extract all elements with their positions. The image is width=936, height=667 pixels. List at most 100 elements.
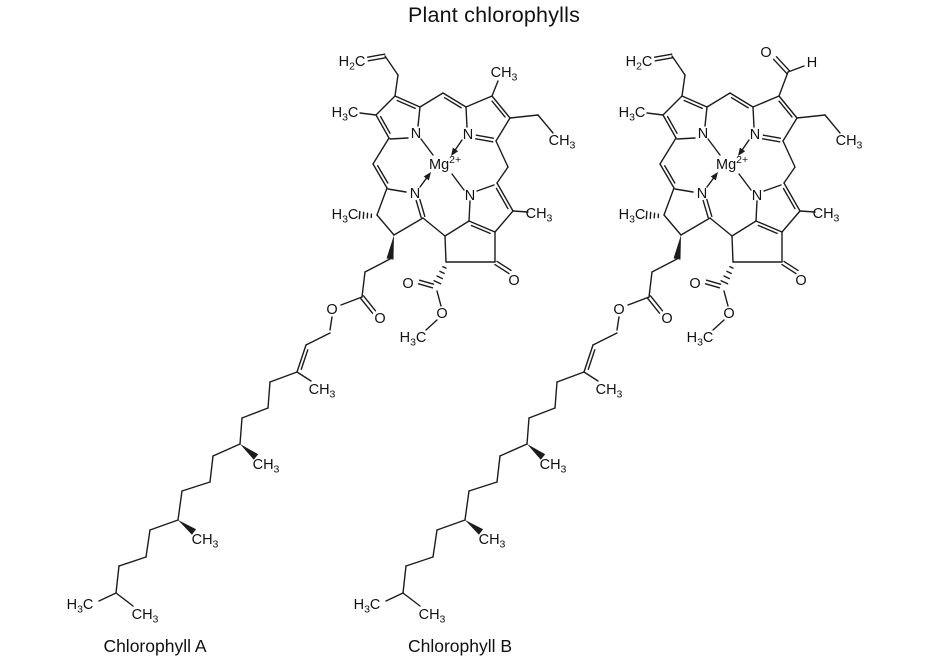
bond bbox=[468, 481, 498, 492]
atom-mg-label: Mg2+ bbox=[716, 154, 748, 173]
bond bbox=[509, 114, 539, 119]
bond bbox=[783, 260, 799, 272]
bond bbox=[763, 184, 782, 192]
bond bbox=[494, 210, 514, 233]
atom-ch3-label: CH3 bbox=[836, 133, 863, 152]
bond bbox=[476, 184, 495, 192]
bond bbox=[646, 112, 664, 116]
atom-ch3-label: CH3 bbox=[309, 382, 336, 401]
bond bbox=[648, 271, 653, 298]
bond bbox=[706, 198, 713, 218]
bond bbox=[402, 592, 421, 607]
dative-arrowhead bbox=[710, 172, 718, 181]
bond bbox=[583, 344, 594, 373]
bond bbox=[474, 138, 494, 143]
atom-h3c-label: H3C bbox=[354, 597, 381, 616]
bond bbox=[755, 220, 783, 233]
bond bbox=[723, 275, 731, 280]
bond bbox=[761, 138, 781, 143]
atom-ch3-label: CH3 bbox=[813, 206, 840, 225]
bond bbox=[499, 443, 528, 457]
bond bbox=[556, 371, 585, 383]
bond bbox=[451, 173, 465, 191]
bond bbox=[752, 95, 780, 108]
atom-o-label: O bbox=[723, 306, 734, 322]
atom-ch3-label: CH3 bbox=[526, 206, 553, 225]
bond bbox=[384, 55, 399, 76]
bond bbox=[465, 106, 468, 128]
bond bbox=[300, 349, 309, 370]
bond bbox=[419, 198, 426, 218]
bond bbox=[796, 114, 826, 119]
atom-n-label: N bbox=[463, 127, 473, 143]
bond bbox=[512, 210, 529, 213]
bond bbox=[616, 316, 620, 331]
atom-o-label: O bbox=[661, 311, 672, 327]
bond bbox=[787, 65, 805, 73]
bond bbox=[436, 290, 442, 307]
bond bbox=[305, 332, 331, 346]
bond bbox=[646, 297, 661, 314]
atom-h3c-label: H3C bbox=[332, 207, 359, 226]
bond bbox=[361, 271, 366, 298]
bond bbox=[782, 140, 796, 168]
bond bbox=[359, 112, 377, 116]
bond bbox=[681, 95, 708, 108]
bond bbox=[731, 220, 757, 237]
caption-chlorophyll-b: Chlorophyll B bbox=[407, 636, 513, 656]
bond bbox=[583, 371, 599, 382]
bond bbox=[671, 55, 686, 76]
bond bbox=[340, 296, 363, 306]
bond bbox=[468, 200, 471, 222]
bond bbox=[683, 99, 703, 110]
atom-o-label: O bbox=[689, 276, 700, 292]
bond bbox=[267, 381, 271, 409]
bond bbox=[778, 95, 798, 119]
bond bbox=[674, 188, 694, 193]
wedge-bond bbox=[178, 520, 197, 535]
bond bbox=[269, 371, 298, 383]
bond bbox=[362, 295, 377, 312]
bond bbox=[415, 199, 422, 219]
atom-n-label: N bbox=[698, 126, 708, 142]
substituent-h-label: H bbox=[807, 55, 817, 71]
bond bbox=[444, 235, 447, 263]
bond bbox=[296, 344, 307, 373]
bond bbox=[433, 279, 442, 285]
bond bbox=[709, 217, 733, 237]
bond bbox=[705, 279, 722, 285]
bond bbox=[468, 220, 496, 233]
bond bbox=[720, 279, 729, 285]
bond bbox=[149, 519, 179, 531]
bond bbox=[762, 134, 782, 139]
bond bbox=[296, 371, 312, 382]
wedge-bond bbox=[386, 235, 394, 260]
bond bbox=[755, 200, 758, 222]
bond bbox=[475, 134, 495, 139]
atom-n-label: N bbox=[697, 186, 707, 202]
atom-ch3-label: CH3 bbox=[253, 457, 280, 476]
bond bbox=[752, 106, 755, 128]
atom-ch3-label: CH3 bbox=[132, 607, 159, 626]
bond bbox=[495, 140, 509, 168]
bond bbox=[704, 106, 708, 127]
bond bbox=[495, 117, 511, 142]
bond bbox=[496, 455, 501, 483]
bond bbox=[491, 100, 506, 118]
wedge-bond bbox=[673, 235, 681, 260]
atom-h2c-label: H2C bbox=[626, 54, 653, 73]
bond bbox=[366, 53, 386, 58]
dative-arrowhead bbox=[738, 147, 746, 156]
atom-ch3-label: CH3 bbox=[479, 532, 506, 551]
bond bbox=[726, 270, 732, 275]
atom-h3c-label: H3C bbox=[619, 207, 646, 226]
bond bbox=[659, 163, 675, 189]
atom-ch3-label: CH3 bbox=[419, 607, 446, 626]
bond bbox=[676, 137, 696, 140]
atom-n-label: N bbox=[410, 186, 420, 202]
bond bbox=[491, 95, 511, 119]
bond bbox=[418, 279, 435, 285]
bond bbox=[367, 57, 387, 62]
bond bbox=[731, 235, 734, 263]
